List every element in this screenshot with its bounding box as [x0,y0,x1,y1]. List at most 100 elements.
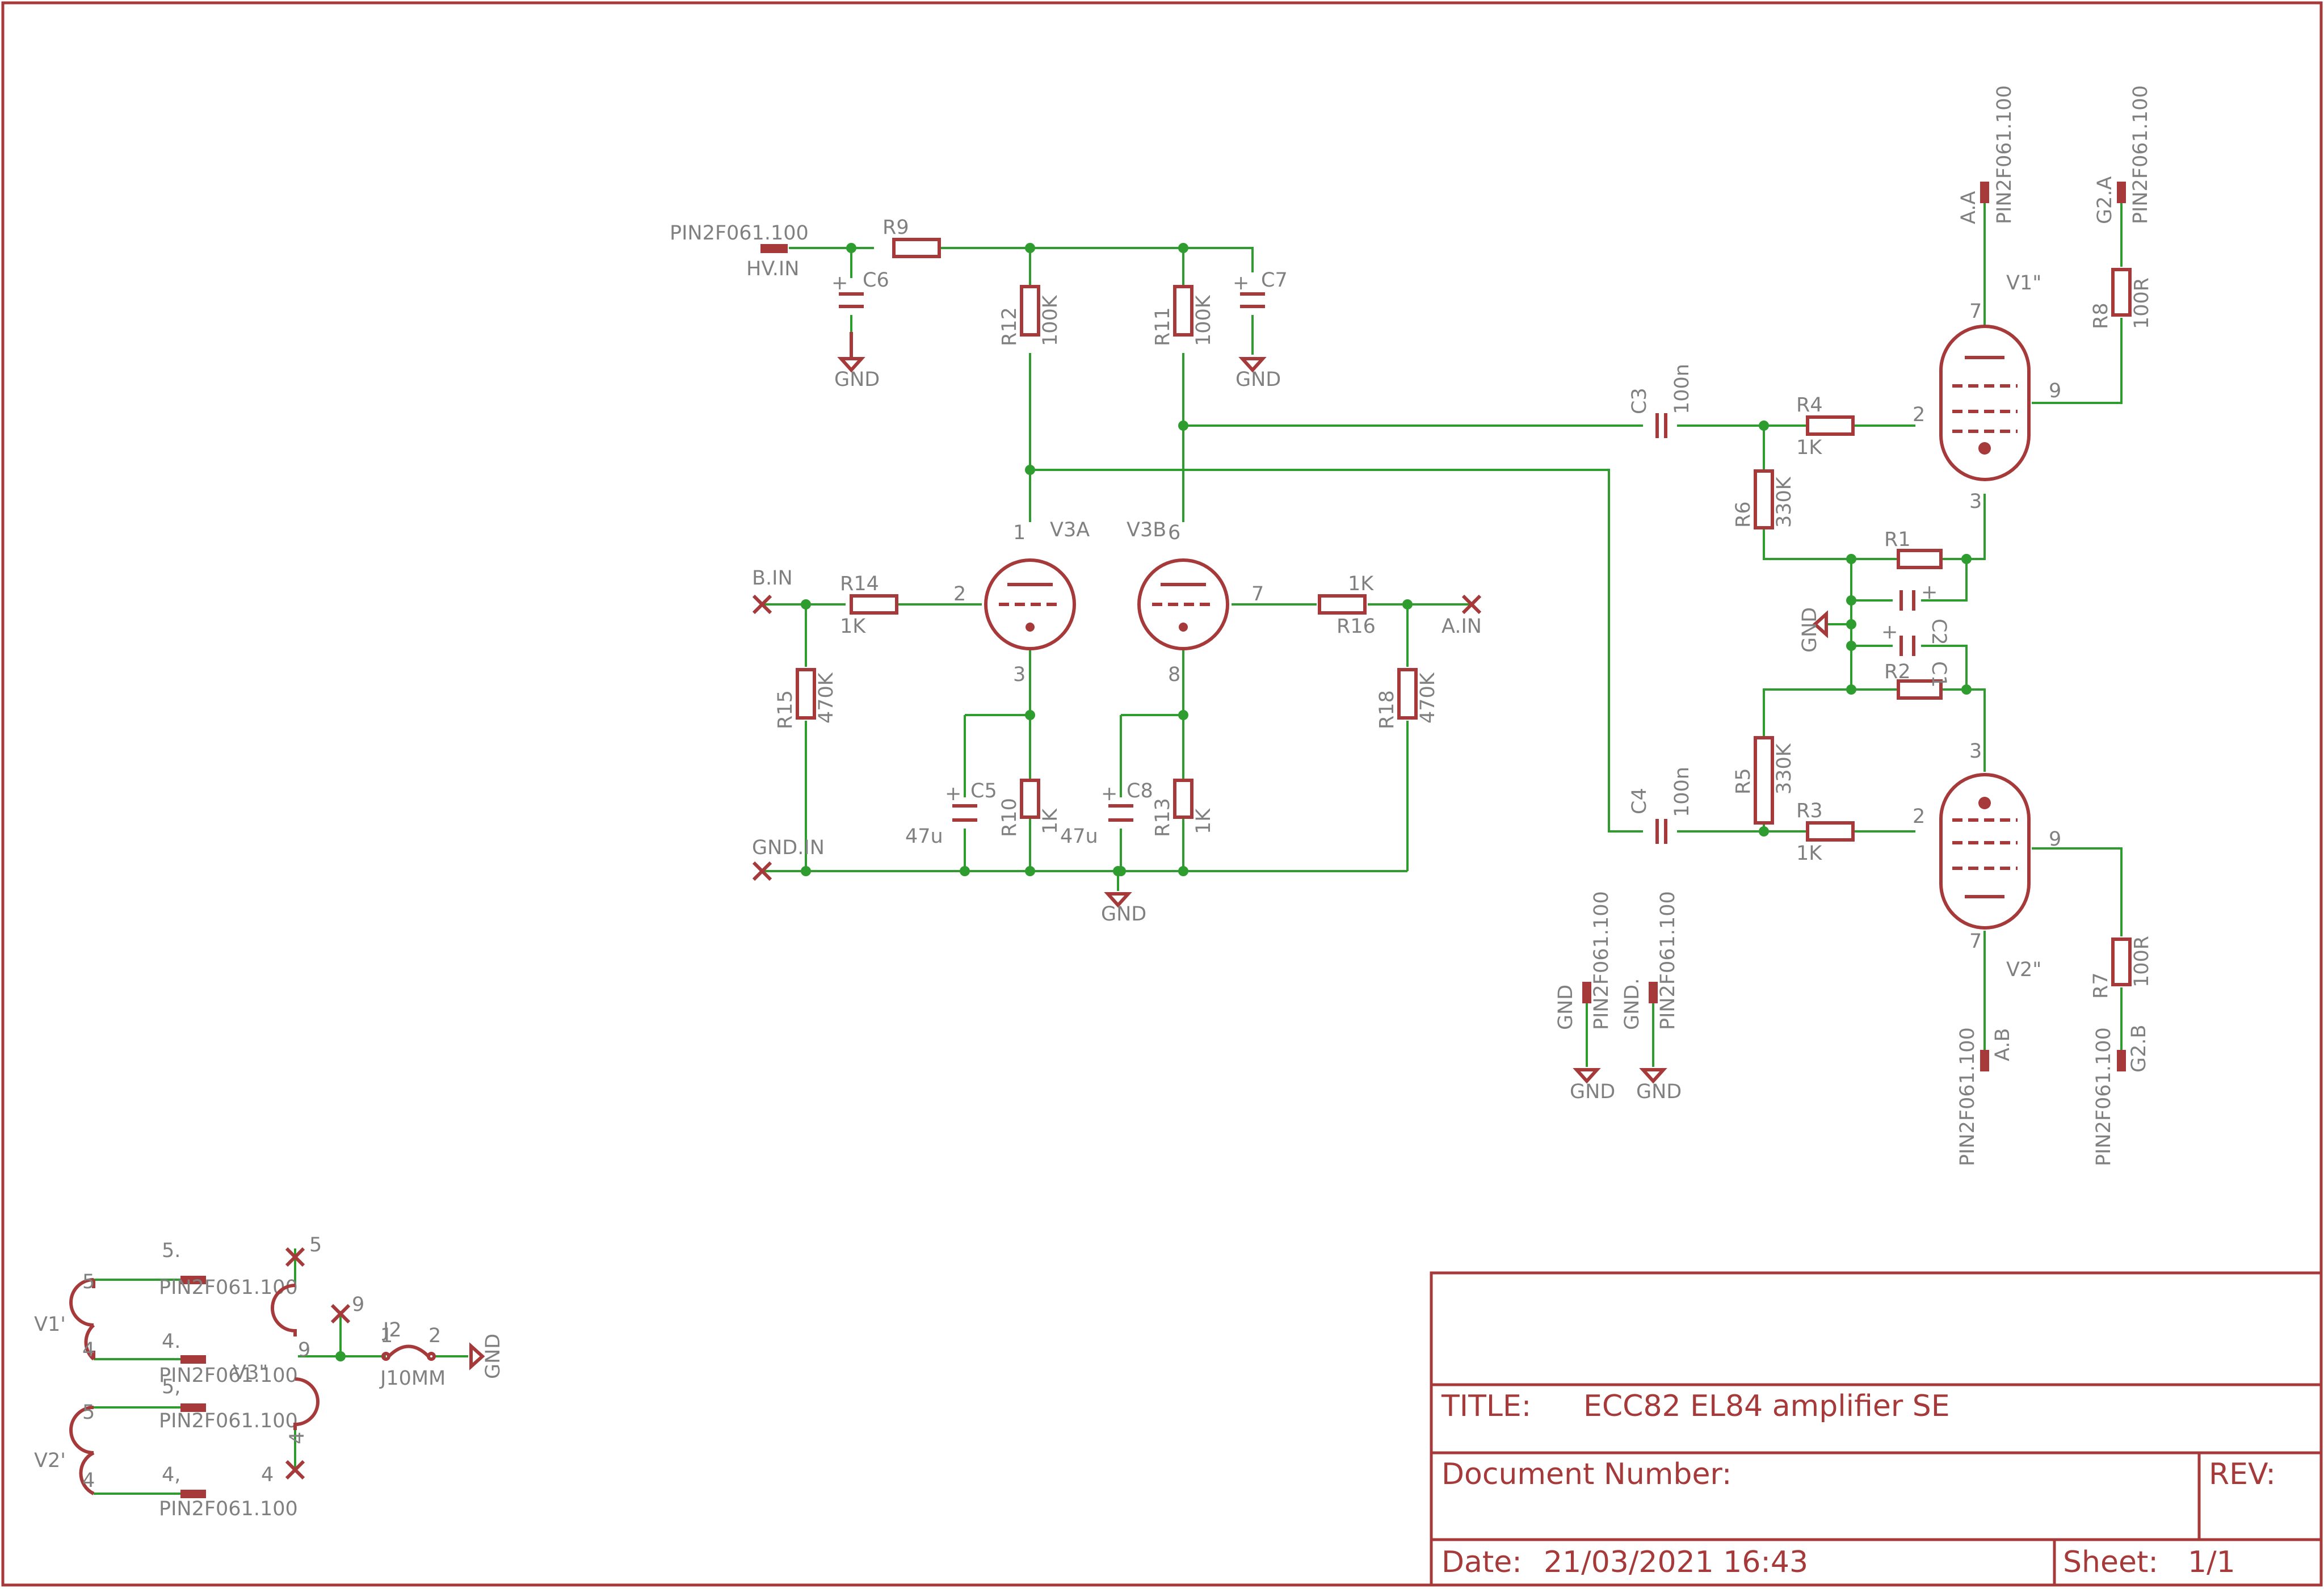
svg-text:3: 3 [1969,740,1982,763]
capacitor-c1: + C1 [1881,621,1950,688]
resistor-r14: R14 1K [840,573,898,638]
svg-text:GND: GND [834,368,880,391]
title-label: TITLE: [1441,1389,1531,1423]
svg-text:G2.B: G2.B [2128,1024,2150,1073]
svg-text:5: 5 [82,1271,95,1293]
svg-text:GND: GND [1235,368,1281,391]
resistor-r5: R5 330K [1732,736,1796,825]
svg-text:100R: 100R [2130,936,2153,987]
svg-text:3: 3 [1969,490,1982,513]
svg-text:V2": V2" [2006,959,2041,981]
capacitor-c5: + C5 47u [905,780,997,848]
svg-text:47u: 47u [905,825,943,848]
svg-text:PIN2F061.100: PIN2F061.100 [1590,891,1613,1030]
svg-text:5: 5 [82,1401,95,1424]
junctions [335,243,1972,1361]
resistor-r1: R1 [1884,528,1943,569]
capacitor-c7: + C7 [1233,269,1288,308]
svg-text:470K: 470K [1417,672,1439,724]
svg-text:C8: C8 [1127,780,1153,802]
svg-text:9: 9 [352,1293,364,1316]
svg-text:HV.IN: HV.IN [746,258,799,280]
svg-text:R15: R15 [774,690,797,729]
sheet-label: Sheet: [2063,1545,2158,1579]
svg-text:C6: C6 [863,269,889,292]
svg-text:R11: R11 [1152,307,1174,346]
resistor-r8: R8 100R [2090,268,2153,329]
v2-g2-pin: G2.B PIN2F061.100 [2092,1024,2150,1166]
sheet-value: 1/1 [2188,1545,2235,1579]
svg-text:R8: R8 [2090,302,2112,329]
svg-text:PIN2F061.100: PIN2F061.100 [1993,85,2016,224]
svg-text:C5: C5 [970,780,997,802]
gnd-symbol-c7: GND [1235,357,1281,391]
resistor-r12: R12 100K [998,285,1062,346]
svg-text:100K: 100K [1039,295,1062,346]
svg-text:+: + [1881,621,1898,644]
svg-text:1K: 1K [1039,808,1062,834]
svg-text:R1: R1 [1884,528,1911,551]
svg-text:R18: R18 [1376,690,1398,729]
svg-text:J10MM: J10MM [379,1367,446,1390]
gnd-symbol-cathode: GND [1798,607,1828,653]
jumper-j2: 1 2 J2 J10MM GND [379,1319,505,1390]
svg-text:9: 9 [298,1339,310,1361]
svg-text:PIN2F061.100: PIN2F061.100 [159,1498,298,1520]
svg-text:R2: R2 [1884,661,1911,683]
svg-text:1: 1 [1013,522,1026,544]
svg-text:PIN2F061.100: PIN2F061.100 [2092,1027,2115,1166]
svg-text:2: 2 [953,583,966,606]
v1-anode-pin: A.A PIN2F061.100 [1957,85,2016,224]
svg-text:GND.IN: GND.IN [752,836,825,859]
svg-text:+: + [831,272,848,295]
input-a: A.IN [1442,594,1482,638]
svg-text:+: + [945,783,961,805]
svg-text:2: 2 [428,1325,441,1347]
svg-text:+: + [1233,272,1249,295]
svg-text:GND: GND [1636,1081,1682,1103]
svg-text:R5: R5 [1732,768,1755,794]
svg-text:C2: C2 [1927,619,1950,645]
svg-text:GND: GND [1798,607,1821,653]
pentode-v1: 7 2 9 3 V1" [1913,272,2061,513]
svg-text:7: 7 [1251,583,1264,606]
svg-text:R14: R14 [840,573,879,595]
resistor-r11: R11 100K [1152,285,1215,346]
svg-text:7: 7 [1969,930,1982,953]
svg-text:A.B: A.B [1991,1028,2014,1061]
resistor-r13: R13 1K [1152,779,1215,837]
svg-text:330K: 330K [1773,743,1796,794]
svg-text:V3A: V3A [1050,519,1090,541]
svg-text:V3": V3" [233,1361,268,1384]
svg-text:1: 1 [380,1325,393,1347]
svg-text:470K: 470K [815,672,838,724]
hv-input: PIN2F061.100 HV.IN [670,222,809,280]
svg-text:R10: R10 [998,798,1021,837]
svg-text:4.: 4. [162,1330,180,1353]
svg-text:R3: R3 [1796,800,1823,822]
svg-text:100R: 100R [2130,278,2153,329]
svg-text:+: + [1921,581,1938,604]
svg-text:J2: J2 [382,1319,402,1342]
svg-text:V3B: V3B [1127,519,1166,541]
title-text: ECC82 EL84 amplifier SE [1583,1389,1950,1423]
svg-text:C1: C1 [1927,661,1950,688]
date-value: 21/03/2021 16:43 [1544,1545,1808,1579]
gnd-pin-2: GND. PIN2F061.100 [1621,891,1679,1067]
svg-text:V1': V1' [34,1313,66,1336]
svg-text:PIN2F061.100: PIN2F061.100 [159,1410,298,1432]
svg-text:GND.: GND. [1621,978,1644,1030]
svg-text:4: 4 [261,1464,274,1486]
svg-text:100n: 100n [1671,767,1693,817]
svg-text:R13: R13 [1152,798,1174,837]
triode-v3b: 6 7 8 V3B [1127,519,1264,686]
svg-text:1K: 1K [1796,436,1822,459]
resistor-r15: R15 470K [774,668,838,729]
triode-v3a: 1 2 3 V3A [953,519,1090,686]
resistor-r7: R7 100R [2090,936,2153,999]
svg-text:PIN2F061.100: PIN2F061.100 [159,1364,298,1387]
svg-text:100n: 100n [1671,364,1693,414]
gnd-pin-1: GND PIN2F061.100 [1554,891,1613,1067]
